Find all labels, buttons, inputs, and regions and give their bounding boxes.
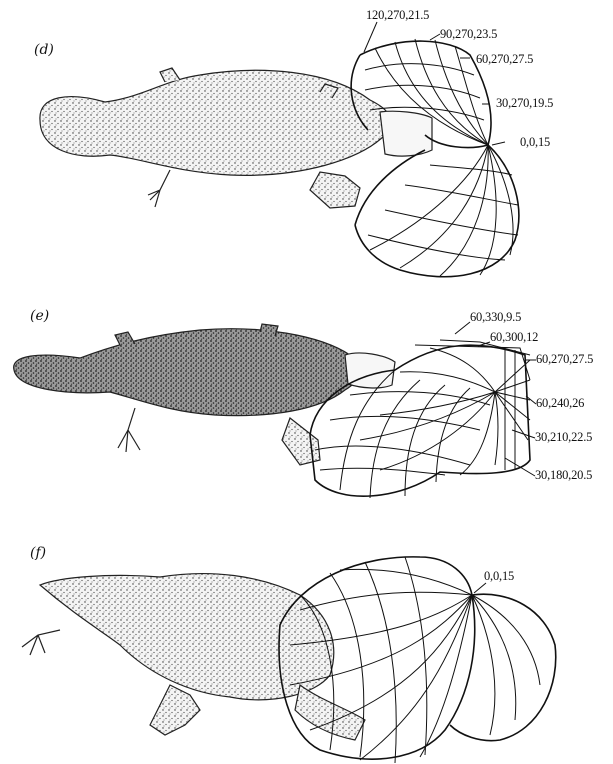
annotation-e-5: 30,210,22.5 [535, 430, 592, 445]
annotation-e-6: 30,180,20.5 [535, 468, 592, 483]
panel-e-label: (e) [30, 308, 49, 324]
annotation-d-5: 0,0,15 [520, 135, 550, 150]
annotation-d-3: 60,270,27.5 [476, 52, 533, 67]
annotation-e-2: 60,300,12 [490, 330, 538, 345]
annotation-f-1: 0,0,15 [484, 569, 514, 584]
panel-f-illustration [0, 535, 613, 764]
panel-d-label: (d) [34, 42, 54, 58]
platypus-f [22, 574, 365, 740]
panel-d: (d) 120,270,21.5 90,270,23.5 60,270,27.5… [0, 0, 613, 285]
annotation-e-1: 60,330,9.5 [470, 310, 521, 325]
platypus-d [40, 68, 432, 208]
panel-f: (f) 0,0,15 [0, 535, 613, 764]
annotation-e-3: 60,270,27.5 [536, 352, 593, 367]
wireframe-d [351, 39, 519, 277]
annotation-d-2: 90,270,23.5 [440, 27, 497, 42]
platypus-e [14, 324, 395, 465]
annotation-d-1: 120,270,21.5 [366, 8, 429, 23]
annotation-e-4: 60,240,26 [536, 396, 584, 411]
panel-f-label: (f) [30, 545, 46, 561]
annotation-d-4: 30,270,19.5 [496, 96, 553, 111]
panel-e: (e) 60,330,9.5 60,300,12 60,270,27.5 60,… [0, 300, 613, 525]
